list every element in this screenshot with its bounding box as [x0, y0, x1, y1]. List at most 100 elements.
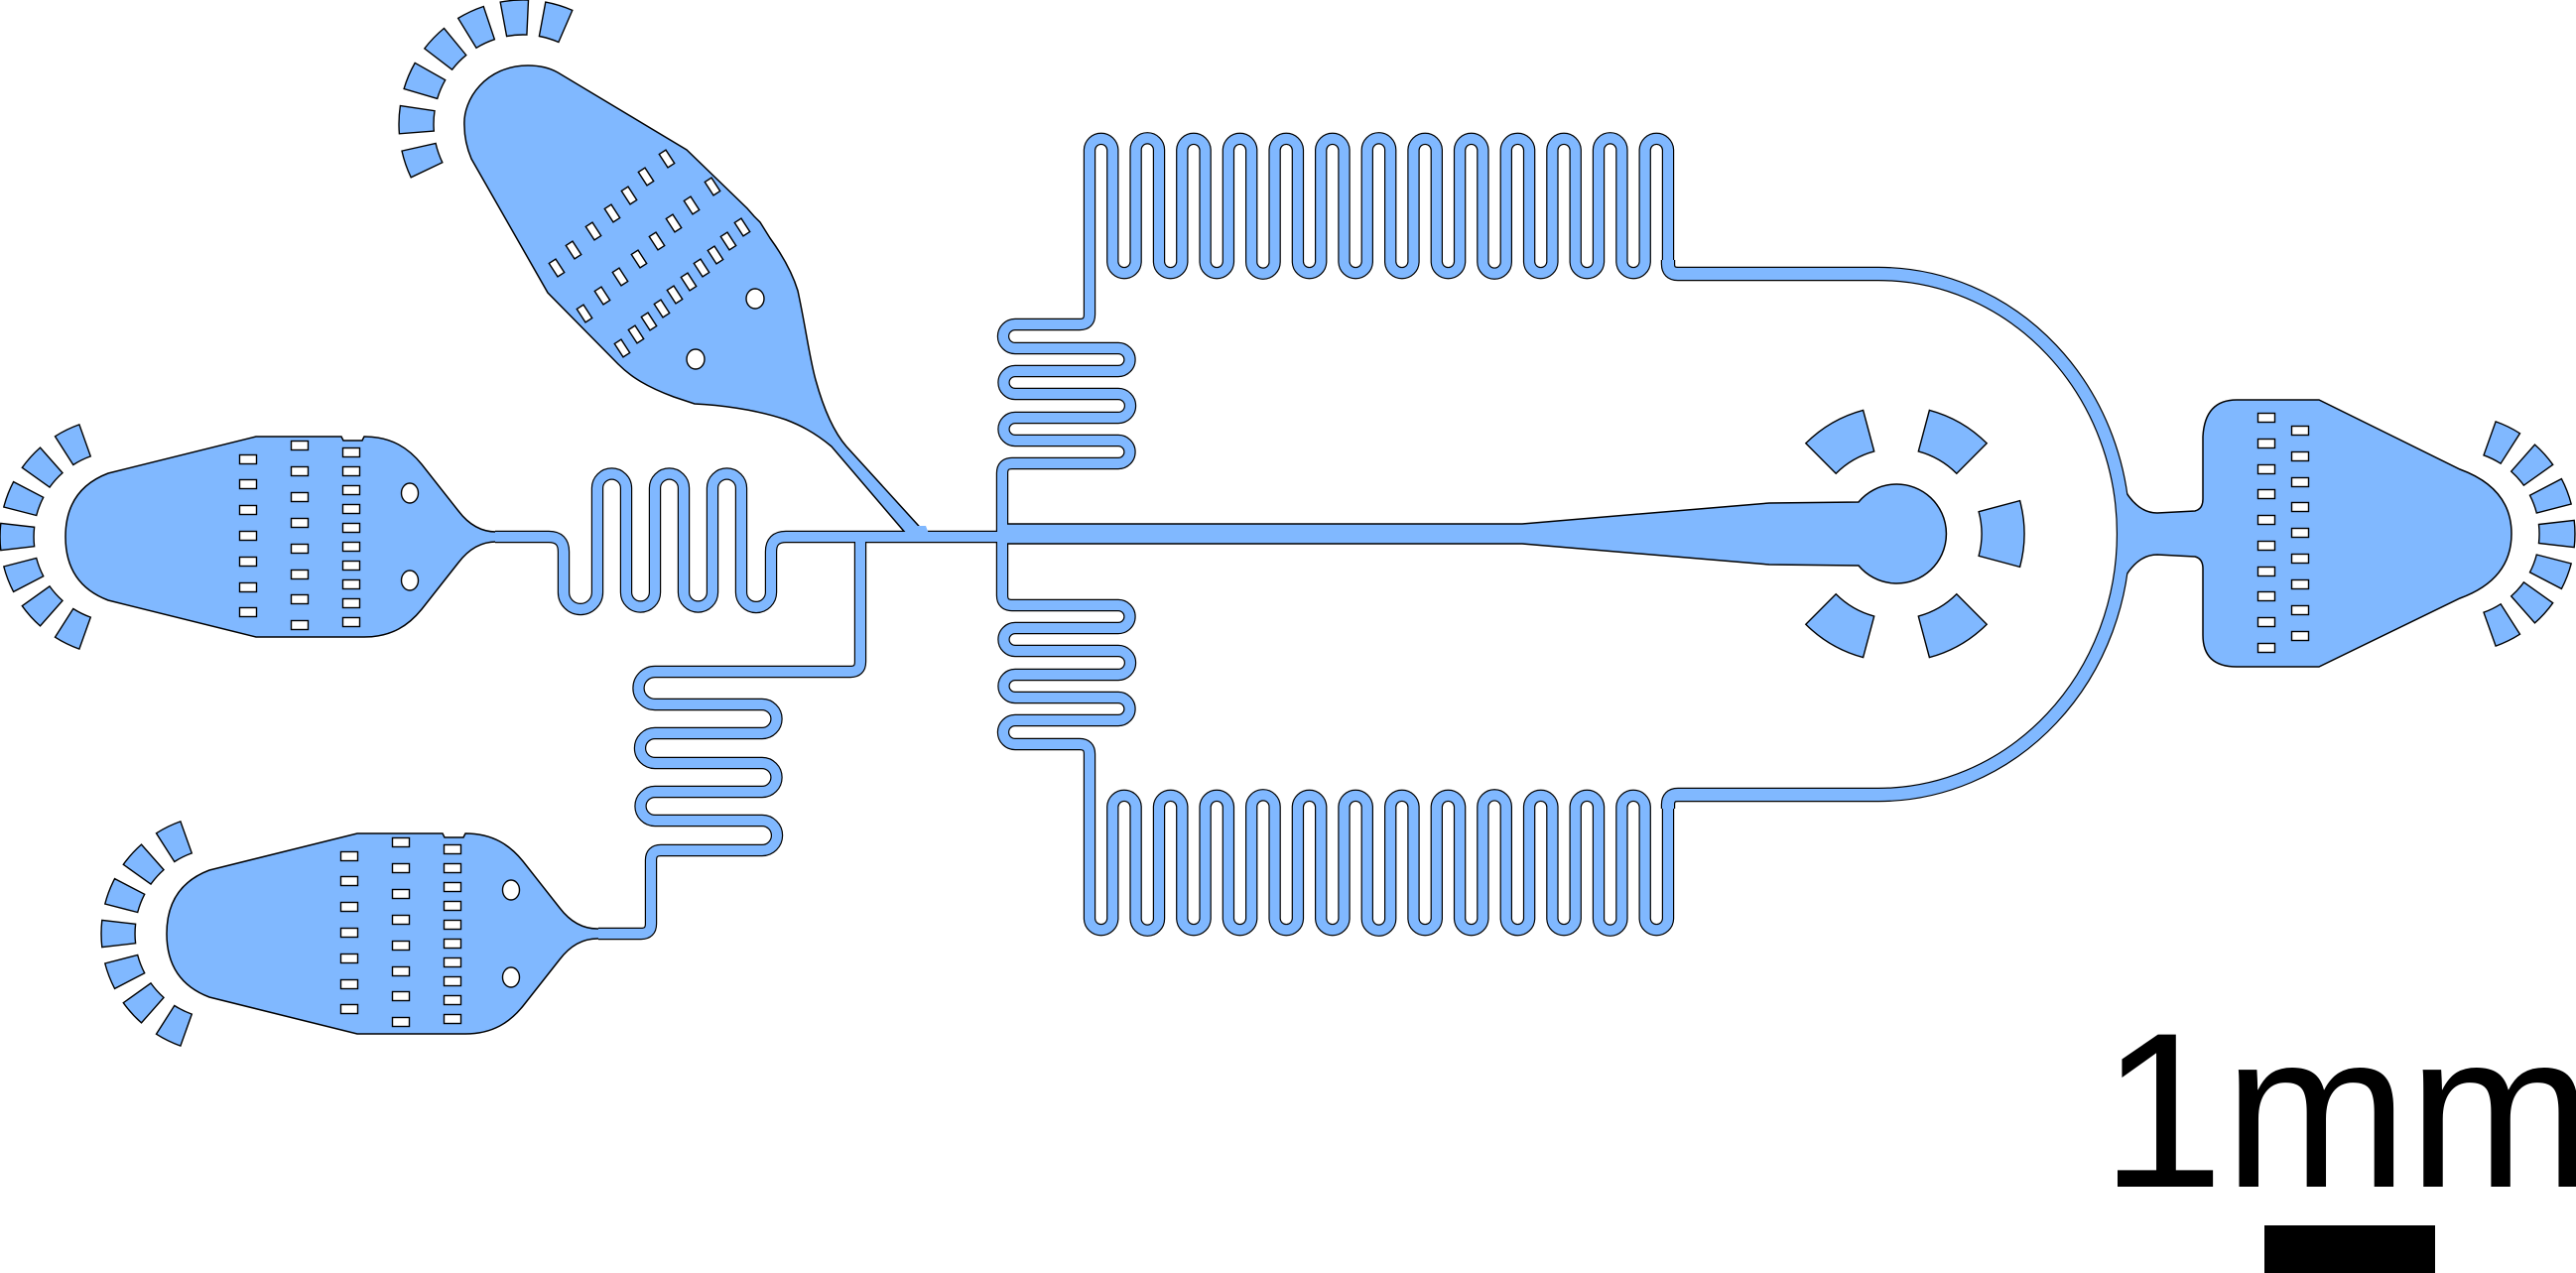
- filter-pillar: [693, 258, 710, 278]
- filter-pillar: [391, 836, 411, 848]
- guide-blade: [100, 919, 137, 949]
- filter-pillar: [620, 186, 638, 205]
- filter-pillar: [341, 484, 361, 496]
- filter-pillar: [290, 440, 310, 451]
- filter-pillar: [391, 888, 411, 900]
- support-post: [745, 288, 765, 310]
- filter-pillar: [653, 299, 671, 318]
- filter-pillar: [391, 940, 411, 952]
- scale-bar-rect: [2264, 1225, 2435, 1273]
- inlet-chamber-top: [463, 64, 929, 536]
- filter-pillar: [339, 978, 359, 990]
- filter-pillar: [341, 503, 361, 515]
- filter-pillar: [704, 177, 721, 196]
- filter-pillar: [603, 203, 621, 223]
- guide-blade: [21, 584, 64, 627]
- bottom-meander-channel-outline: [995, 537, 1675, 937]
- inlet-chamber-left: [64, 436, 502, 638]
- filter-pillar: [339, 901, 359, 913]
- guide-blade: [2483, 602, 2521, 647]
- main-channel-with-outlet-well: [1003, 483, 1948, 584]
- filter-pillar: [2256, 514, 2276, 526]
- inlet-3-serpentine-channel: [598, 537, 865, 939]
- filter-pillar: [627, 324, 645, 344]
- guide-blade: [54, 607, 92, 650]
- inlet-chamber-bottom-body: [166, 832, 603, 1035]
- filter-pillar: [339, 850, 359, 862]
- filter-pillar: [391, 914, 411, 926]
- filter-pillar: [339, 875, 359, 887]
- filter-pillar: [2256, 642, 2276, 654]
- guide-blade: [122, 843, 165, 886]
- support-post: [400, 570, 420, 591]
- filter-pillar: [339, 927, 359, 939]
- filter-pillar: [2256, 566, 2276, 577]
- guide-blade: [122, 981, 165, 1024]
- chambers: [64, 64, 2512, 1035]
- filter-pillar: [391, 965, 411, 977]
- inlet-left-blade-fan: [0, 424, 92, 650]
- filter-pillar: [2256, 488, 2276, 500]
- guide-blade: [155, 1004, 193, 1047]
- filter-pillar: [719, 231, 737, 251]
- filter-pillar: [290, 465, 310, 477]
- filter-pillar: [2256, 438, 2276, 449]
- support-post: [400, 482, 420, 504]
- filter-pillar: [290, 569, 310, 580]
- filter-pillar: [576, 304, 593, 323]
- filter-pillar: [707, 245, 724, 265]
- channel-fills: [495, 133, 2129, 939]
- filter-pillar: [733, 217, 751, 237]
- guide-blade: [538, 1, 574, 44]
- filter-pillar: [290, 619, 310, 631]
- inlet-bottom-blade-fan: [100, 821, 193, 1047]
- guide-blade: [54, 424, 92, 466]
- filter-pillar: [341, 541, 361, 553]
- filter-pillar: [391, 862, 411, 874]
- filter-pillar: [238, 478, 258, 490]
- outlet-guide-blade: [1804, 409, 1875, 475]
- filter-pillar: [2290, 604, 2310, 616]
- inlet-chamber-left-body: [64, 436, 502, 638]
- filter-pillar: [238, 530, 258, 542]
- scale-bar: 1mm: [2101, 987, 2576, 1273]
- filter-pillar: [443, 938, 462, 950]
- outlet-chamber-right-body: [2121, 399, 2512, 668]
- filter-pillar: [238, 556, 258, 568]
- guide-blade: [2510, 580, 2554, 624]
- filter-pillar: [238, 606, 258, 618]
- guide-blade: [2, 557, 45, 593]
- outlet-guide-blade: [1917, 592, 1989, 659]
- filter-pillar: [339, 953, 359, 964]
- guide-blade: [155, 821, 193, 863]
- filter-pillar: [2290, 450, 2310, 462]
- filter-pillar: [630, 249, 648, 269]
- guide-blade: [403, 62, 447, 100]
- curved-return-channel: [1662, 258, 2129, 811]
- filter-pillar: [2256, 463, 2276, 475]
- filter-pillar: [290, 543, 310, 555]
- filter-pillar: [238, 504, 258, 516]
- guide-blades: [0, 0, 2576, 1047]
- filter-pillar: [341, 578, 361, 590]
- filter-pillar: [2290, 425, 2310, 437]
- outlet-chamber-right: [2121, 399, 2512, 668]
- filter-pillar: [2290, 630, 2310, 642]
- filter-pillar: [238, 453, 258, 465]
- filter-pillar: [391, 1016, 411, 1028]
- inlet-top-blade-fan: [398, 0, 574, 179]
- filter-pillar: [341, 597, 361, 609]
- support-post: [501, 966, 521, 988]
- filter-pillar: [290, 491, 310, 503]
- guide-blade: [401, 142, 444, 179]
- support-post: [501, 879, 521, 901]
- top-meander-channel: [997, 133, 1673, 537]
- filter-pillar: [443, 1013, 462, 1025]
- outlet-well-blades: [1804, 409, 2025, 659]
- filter-pillar: [341, 522, 361, 534]
- guide-blade: [2483, 421, 2521, 465]
- filter-pillar: [548, 258, 566, 278]
- outlet-right-blade-fan: [2483, 421, 2576, 647]
- filter-pillar: [2256, 590, 2276, 602]
